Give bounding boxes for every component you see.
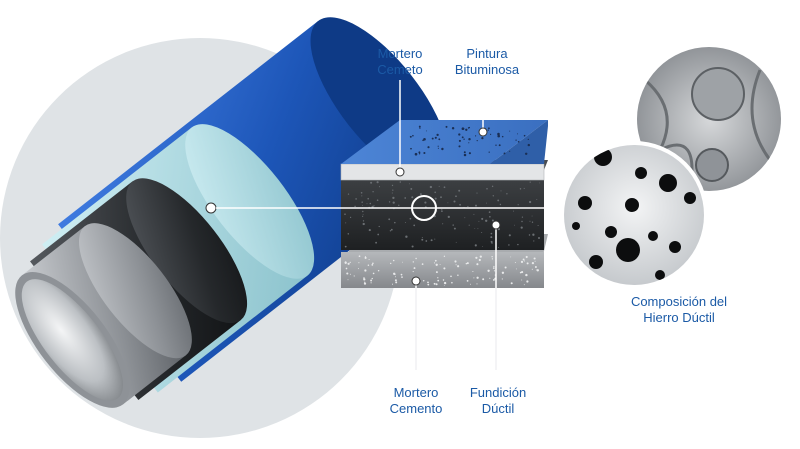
pipe-gray-layer — [21, 226, 186, 405]
tile-black-front — [341, 178, 544, 250]
label-composicion: Composición del Hierro Dúctil — [630, 294, 728, 325]
pipe-marker-dot — [205, 202, 217, 214]
pipe-gray-edge — [78, 223, 192, 359]
dot-pintura — [478, 127, 488, 137]
tile-blue-top — [341, 120, 548, 164]
pipe-black-edge — [126, 178, 248, 324]
pipe-cutaway — [15, 17, 449, 408]
sem-nodule-small — [695, 148, 729, 182]
label-fundicion-ductil: Fundición Dúctil — [469, 385, 527, 416]
layer-stack — [340, 120, 548, 288]
dot-mortero-cemento — [411, 276, 421, 286]
label-mortero-cemento: Mortero Cemento — [389, 385, 443, 416]
pipe-inner-bore — [21, 279, 123, 401]
micro-inset — [564, 145, 704, 285]
dot-fundicion — [491, 220, 501, 230]
label-mortero-cemeto: Mortero Cemeto — [377, 46, 423, 77]
pipe-teal-edge — [185, 124, 315, 279]
label-pintura-bituminosa: Pintura Bituminosa — [454, 46, 520, 77]
sem-nodule-large — [691, 67, 745, 121]
dot-mortero-cemeto — [395, 167, 405, 177]
graphite-nodules — [572, 148, 696, 280]
tile-fundicion-front — [341, 252, 544, 288]
tile-speckles — [344, 125, 541, 287]
tile-mortero-layer — [340, 163, 545, 181]
connector-lines-dark — [415, 288, 497, 370]
focus-ring — [411, 195, 437, 221]
